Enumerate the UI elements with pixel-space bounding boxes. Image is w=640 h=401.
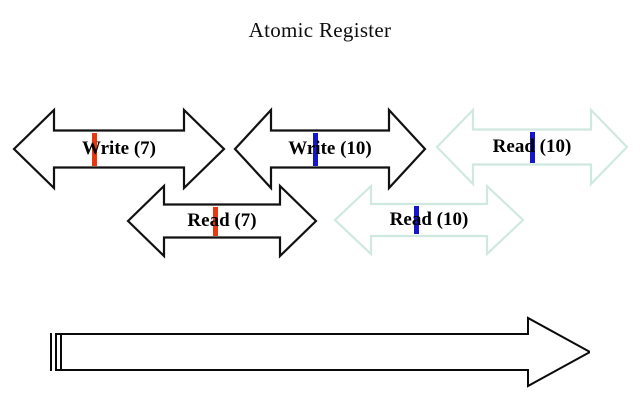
- arrow-shape-write-7: [12, 107, 226, 191]
- linearization-marker-read-7: [212, 206, 218, 236]
- time-axis-start-tick: [55, 333, 57, 371]
- operation-arrow-read-10-bottom: Read (10): [333, 183, 525, 257]
- arrow-shape-read-7: [126, 183, 318, 259]
- linearization-marker-write-7: [91, 132, 97, 166]
- page-title: Atomic Register: [248, 18, 392, 42]
- arrow-shape-write-10: [233, 107, 427, 191]
- time-axis-shape: [56, 316, 590, 388]
- arrow-shape-read-10-bottom: [333, 183, 525, 257]
- operation-arrow-read-7: Read (7): [126, 183, 318, 259]
- linearization-marker-read-10-top: [530, 131, 536, 163]
- operation-arrow-write-10: Write (10): [233, 107, 427, 191]
- linearization-marker-read-10-bottom: [413, 206, 419, 234]
- time-axis-arrow: [50, 312, 590, 392]
- linearization-marker-write-10: [312, 132, 318, 166]
- operation-arrow-write-7: Write (7): [12, 107, 226, 191]
- time-axis-start-tick: [60, 333, 62, 371]
- operation-arrow-read-10-top: Read (10): [435, 107, 629, 187]
- time-axis-start-tick: [50, 333, 52, 371]
